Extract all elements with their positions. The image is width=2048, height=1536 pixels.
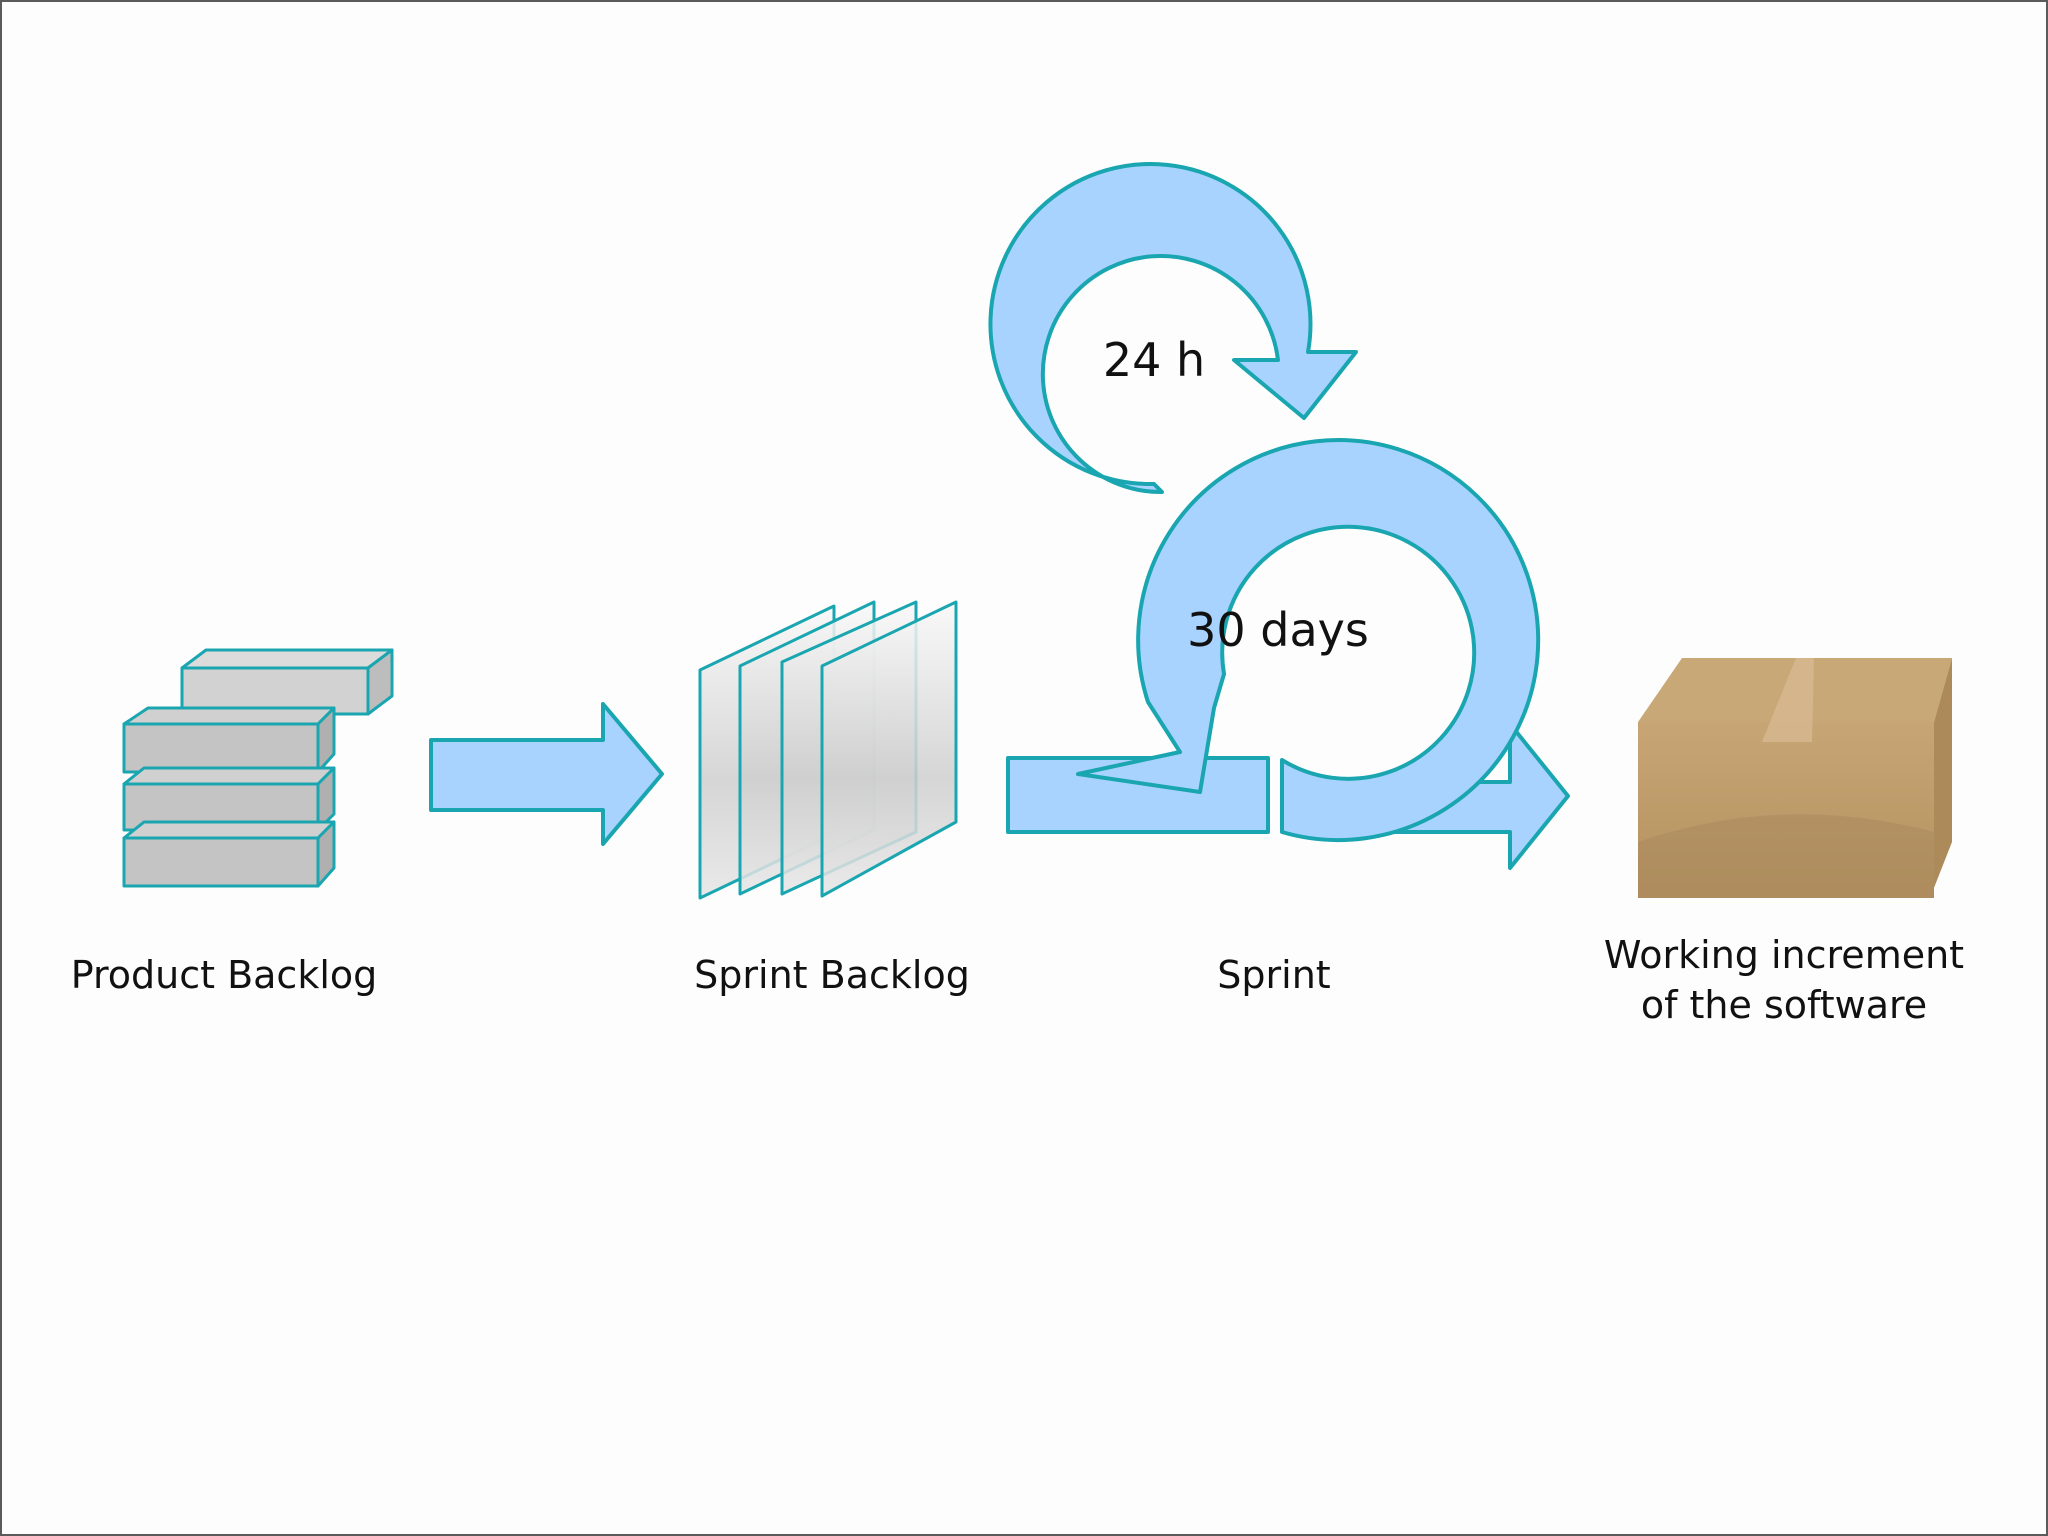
cardboard-box-icon <box>1638 658 1952 898</box>
stacked-sheets-icon <box>698 600 958 900</box>
sprint-backlog-label: Sprint Backlog <box>694 953 970 997</box>
daily-cycle-label: 24 h <box>1103 333 1205 387</box>
increment-label-line2: of the software <box>1641 983 1927 1027</box>
stacked-blocks-icon <box>122 648 394 888</box>
sprint-cycle-label: 30 days <box>1187 603 1369 657</box>
product-backlog-label: Product Backlog <box>71 953 378 997</box>
sprint-label: Sprint <box>1217 953 1330 997</box>
flow-arrow-1 <box>429 702 664 846</box>
cycle-arrow-icon <box>988 162 1570 870</box>
increment-label-line1: Working increment <box>1604 933 1964 977</box>
